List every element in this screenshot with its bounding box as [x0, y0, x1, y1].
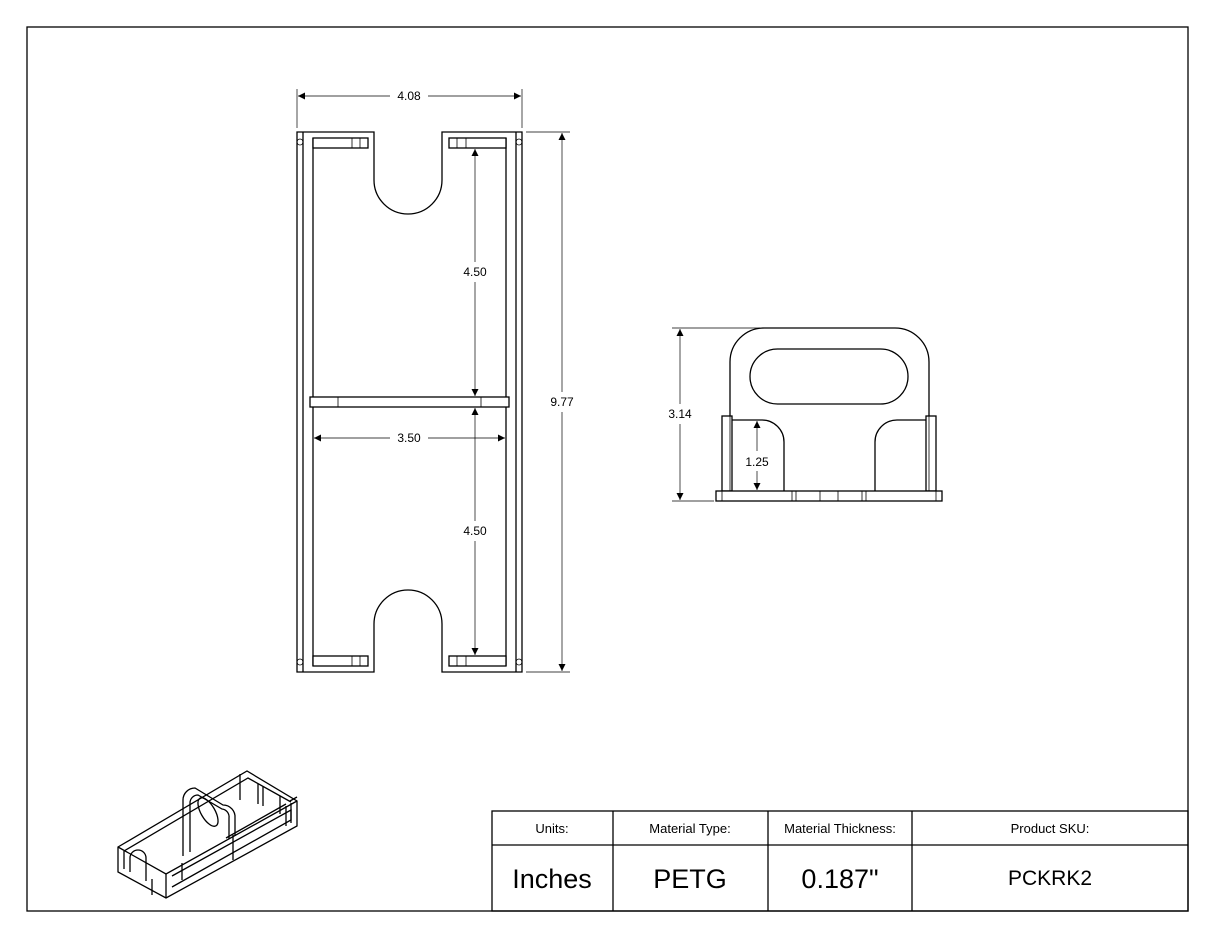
dim-overall-length: 9.77	[550, 395, 574, 409]
top-view-outline	[296, 131, 523, 673]
side-view-dimensions: 3.14 1.25	[668, 327, 769, 502]
thickness-label: Material Thickness:	[784, 821, 896, 836]
units-value: Inches	[512, 864, 592, 894]
middle-divider	[309, 396, 510, 408]
tab-bottom-right	[448, 655, 507, 667]
top-view-dimensions: 4.08 9.77 4.50 4.50 3.50	[296, 89, 574, 673]
sheet-border	[26, 26, 1189, 912]
dim-inner-width: 3.50	[397, 431, 421, 445]
tab-top-right	[448, 137, 507, 149]
units-label: Units:	[535, 821, 568, 836]
title-block: Units: Material Type: Material Thickness…	[491, 810, 1189, 912]
top-view	[296, 131, 523, 673]
material-value: PETG	[653, 864, 727, 894]
notch-left	[729, 416, 785, 491]
dim-side-height: 3.14	[668, 407, 692, 421]
side-view	[715, 327, 943, 502]
iso-handle	[182, 787, 236, 856]
dim-slot-depth: 1.25	[745, 455, 769, 469]
material-label: Material Type:	[649, 821, 730, 836]
isometric-view	[117, 770, 298, 899]
post-right	[925, 415, 937, 492]
dim-upper-bay: 4.50	[463, 265, 487, 279]
tab-bottom-left	[312, 655, 369, 667]
notch-right	[874, 416, 930, 491]
handle-slot	[749, 348, 909, 405]
sku-label: Product SKU:	[1011, 821, 1090, 836]
tab-top-left	[312, 137, 369, 149]
thickness-value: 0.187"	[801, 864, 878, 894]
base	[715, 490, 943, 502]
sku-value: PCKRK2	[1008, 867, 1092, 890]
handle-outline	[729, 327, 930, 416]
dim-overall-width: 4.08	[397, 89, 421, 103]
iso-handle-slot	[197, 797, 219, 827]
post-left	[721, 415, 733, 492]
dim-lower-bay: 4.50	[463, 524, 487, 538]
